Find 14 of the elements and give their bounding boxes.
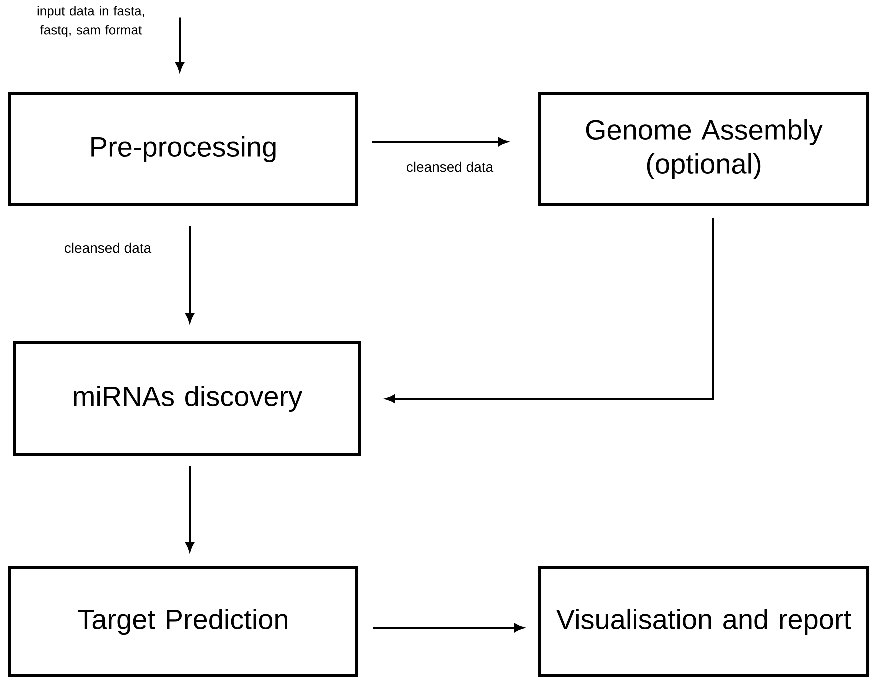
arrow	[176, 18, 184, 72]
arrow	[186, 466, 194, 552]
arrow	[372, 138, 508, 146]
input-note: input data in fasta, fastq, sam format	[38, 6, 144, 38]
process-box: Visualisation and report	[538, 566, 870, 678]
process-box: Genome Assembly (optional)	[538, 92, 870, 206]
process-box: miRNAs discovery	[14, 342, 362, 456]
process-box: Target Prediction	[8, 566, 358, 678]
process-box: Pre-processing	[8, 92, 358, 206]
arrow	[386, 218, 714, 404]
edge-label: cleansed data	[404, 160, 496, 174]
edge-label: cleansed data	[62, 240, 154, 256]
arrow	[186, 226, 194, 323]
arrow	[374, 624, 524, 632]
